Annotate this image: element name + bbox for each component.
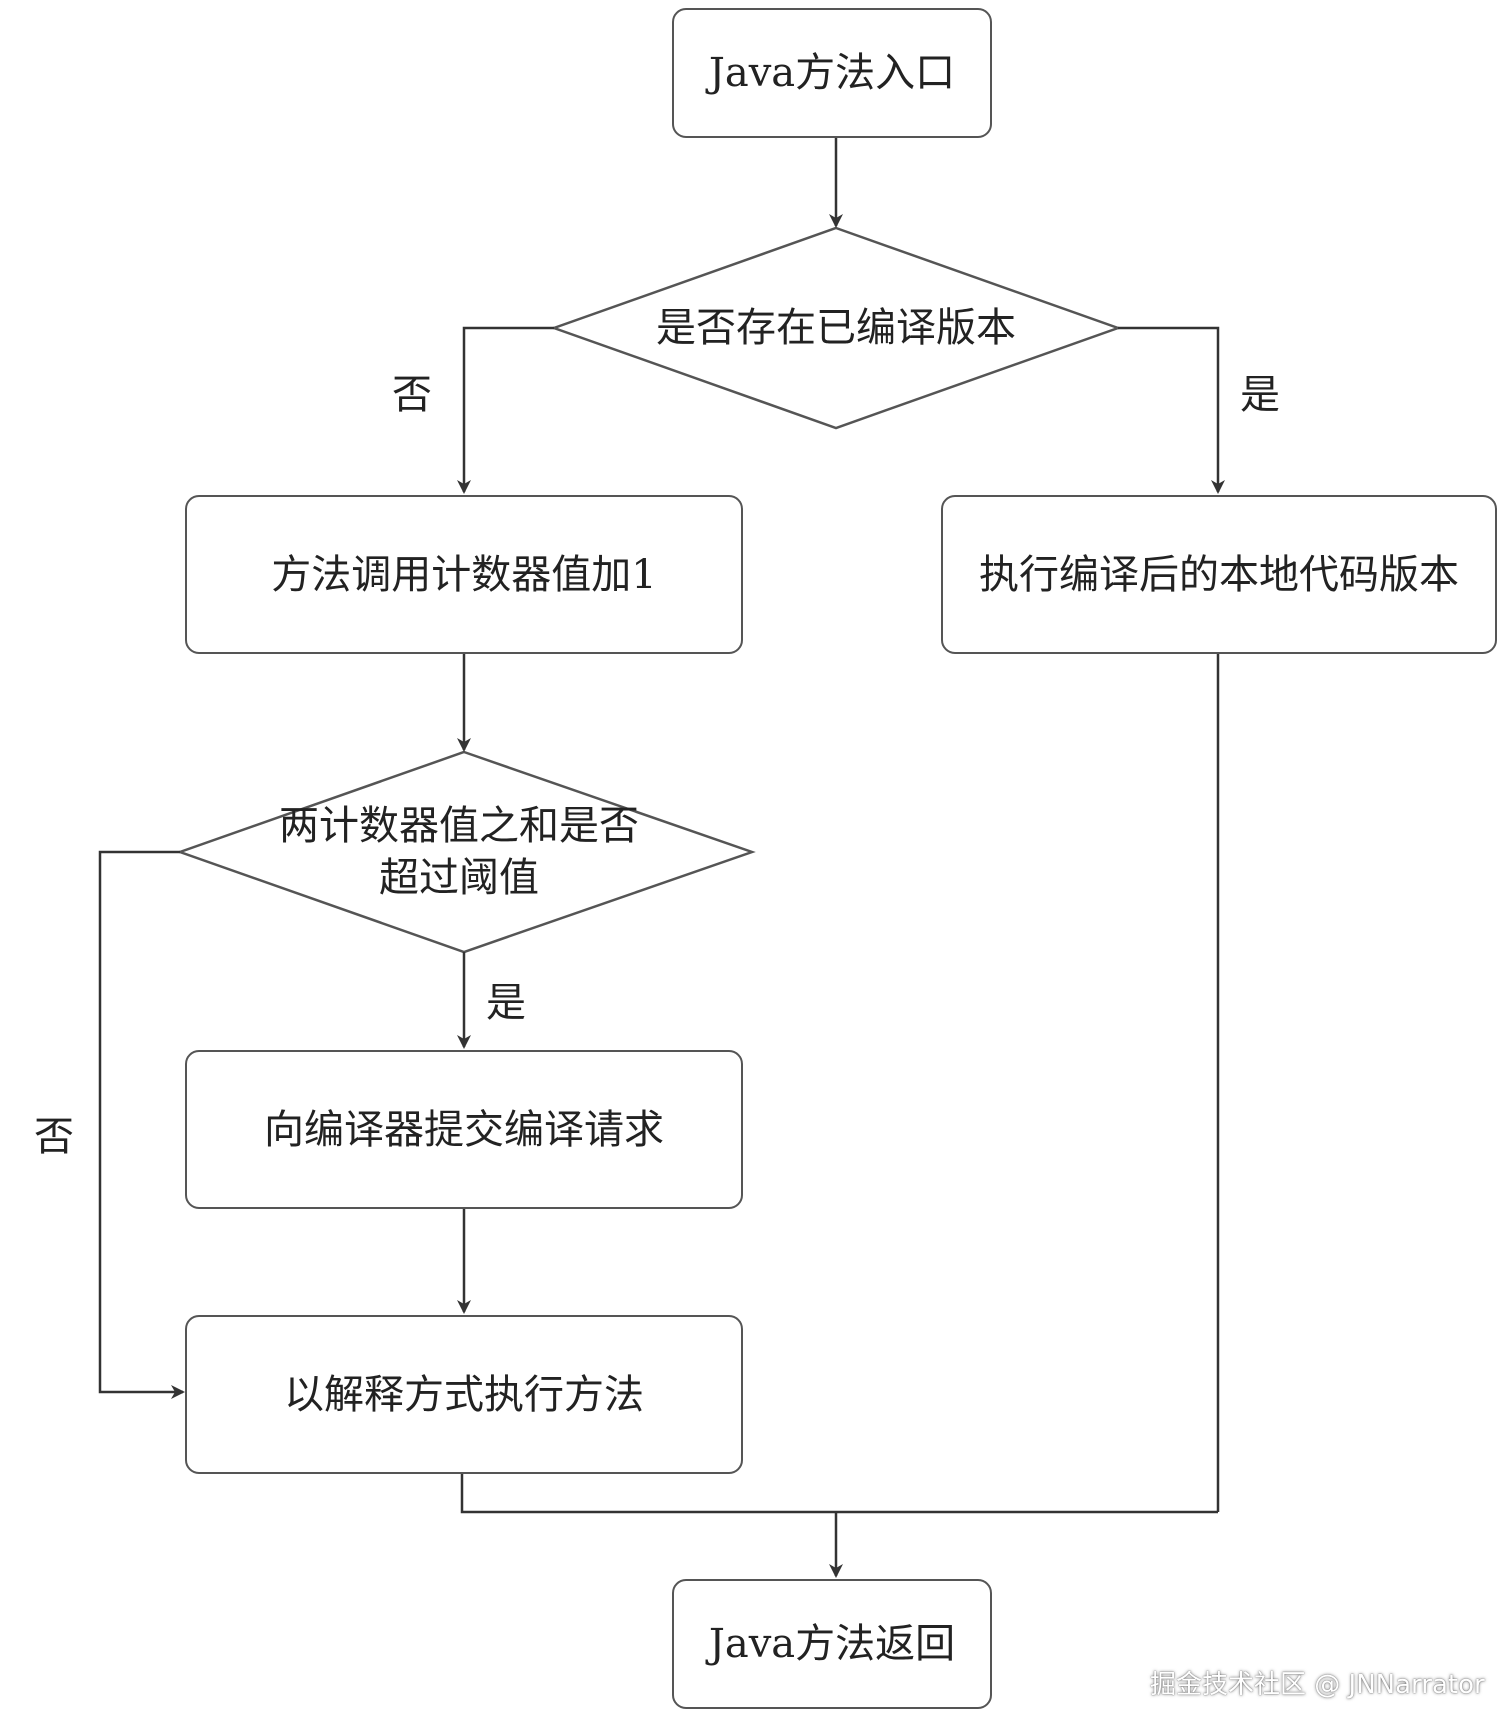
increment-counter-label: 方法调用计数器值加1 — [271, 551, 657, 598]
edge-label-compiled-yes: 是 — [1240, 372, 1280, 418]
decision-threshold-label-line1: 两计数器值之和是否 — [279, 803, 639, 849]
start-node: Java方法入口 — [672, 8, 992, 138]
interpret-node: 以解释方式执行方法 — [185, 1315, 743, 1474]
end-node: Java方法返回 — [672, 1579, 992, 1709]
edge-check-no — [457, 326, 554, 494]
decision-threshold: 两计数器值之和是否 超过阈值 — [254, 800, 664, 904]
start-node-label: Java方法入口 — [708, 50, 956, 96]
submit-compile-node: 向编译器提交编译请求 — [185, 1050, 743, 1209]
run-native-label: 执行编译后的本地代码版本 — [979, 551, 1459, 598]
increment-counter-node: 方法调用计数器值加1 — [185, 495, 743, 654]
edge-check-yes — [1118, 326, 1225, 494]
end-node-label: Java方法返回 — [708, 1621, 956, 1667]
decision-compiled-label: 是否存在已编译版本 — [656, 305, 1016, 351]
decision-threshold-label-line2: 超过阈值 — [379, 855, 539, 901]
submit-compile-label: 向编译器提交编译请求 — [264, 1106, 664, 1153]
edge-label-threshold-yes: 是 — [486, 980, 526, 1026]
decision-compiled-shape — [550, 226, 1122, 430]
edge-label-threshold-no: 否 — [34, 1114, 74, 1160]
watermark: 掘金技术社区 @ JNNarrator — [1150, 1670, 1485, 1700]
decision-compiled: 是否存在已编译版本 — [620, 288, 1052, 368]
edge-threshold-no — [98, 850, 185, 1399]
edge-label-compiled-no: 否 — [392, 372, 432, 418]
edge-interpret-to-merge — [460, 1474, 1218, 1514]
interpret-label: 以解释方式执行方法 — [284, 1371, 644, 1418]
run-native-node: 执行编译后的本地代码版本 — [941, 495, 1497, 654]
